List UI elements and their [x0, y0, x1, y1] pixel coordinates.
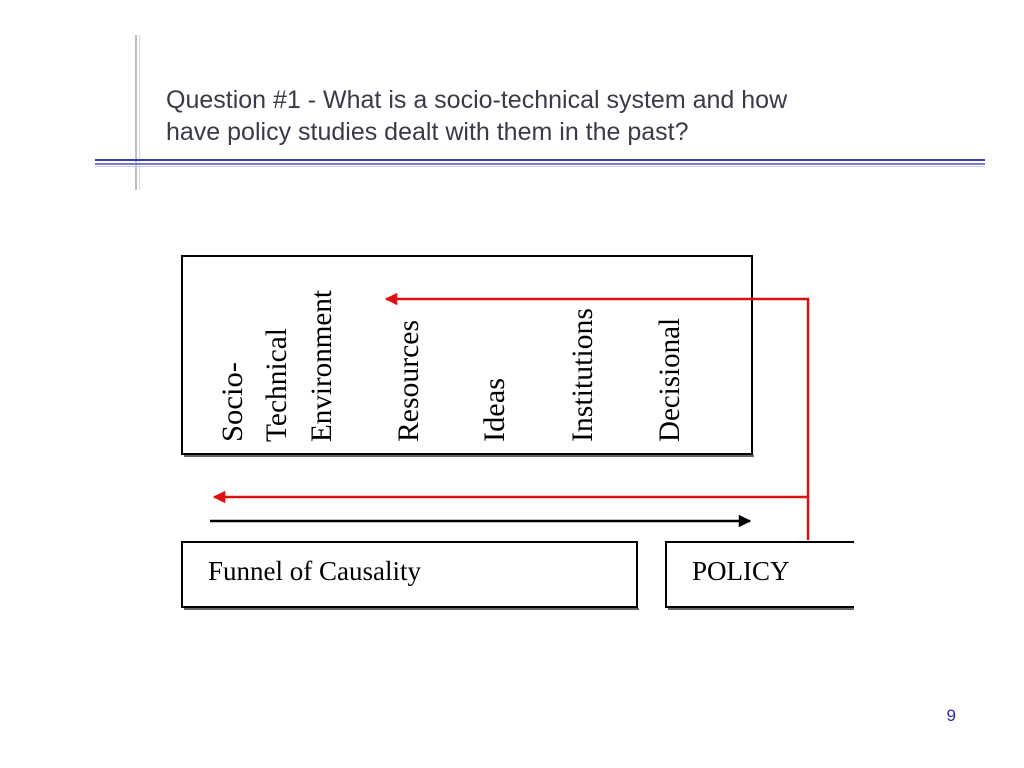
slide-title: Question #1 - What is a socio-technical …	[166, 84, 926, 148]
funnel-box	[181, 541, 638, 608]
policy-box	[665, 541, 854, 608]
label-institutions: Institutions	[566, 308, 599, 442]
page-number: 9	[946, 706, 956, 725]
title-underline-dark	[95, 159, 985, 161]
left-vertical-rule-light	[139, 35, 140, 190]
label-environment: Environment	[305, 289, 338, 442]
left-vertical-rule	[135, 35, 137, 190]
title-underline-light	[95, 166, 985, 167]
label-socio: Socio-	[216, 362, 249, 442]
label-decisional: Decisional	[653, 318, 686, 442]
policy-label: POLICY	[692, 556, 790, 586]
title-underline-mid	[95, 163, 985, 165]
environment-box	[181, 255, 753, 455]
label-resources: Resources	[392, 320, 425, 442]
environment-labels: Socio- Technical Environment Resources I…	[216, 289, 686, 442]
funnel-label: Funnel of Causality	[208, 556, 421, 586]
feedback-arrow-to-environment	[384, 292, 810, 540]
label-ideas: Ideas	[478, 378, 511, 442]
label-technical: Technical	[260, 328, 293, 442]
slide-title-line-1: Question #1 - What is a socio-technical …	[166, 86, 788, 114]
slide-title-line-2: have policy studies dealt with them in t…	[166, 118, 689, 146]
